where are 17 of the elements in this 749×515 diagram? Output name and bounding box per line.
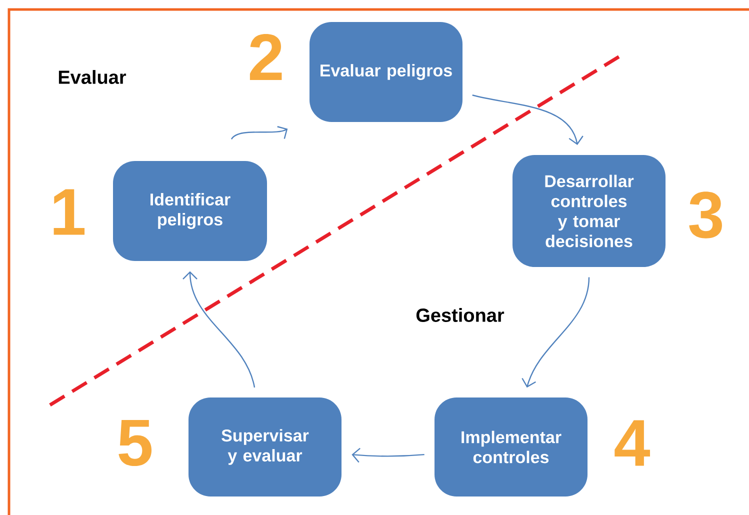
step-number: 2 — [250, 34, 282, 80]
arrow — [182, 271, 256, 388]
step-number: 4 — [614, 420, 650, 466]
process-box: Supervisar y evaluar — [188, 398, 342, 496]
arrow — [522, 277, 590, 388]
arrow — [231, 126, 288, 140]
arrow — [352, 448, 424, 463]
process-box: Evaluar peligros — [310, 22, 462, 122]
process-box: Implementar controles — [434, 398, 588, 496]
step-number: 3 — [689, 192, 722, 238]
step-number: 5 — [118, 420, 152, 466]
step-number: 1 — [54, 189, 85, 235]
arrow — [472, 94, 584, 145]
section-label: Gestionar — [416, 308, 504, 322]
section-label: Evaluar — [58, 70, 126, 84]
process-box: Desarrollar controles y tomar decisiones — [512, 155, 666, 267]
process-box: Identificar peligros — [113, 161, 267, 261]
